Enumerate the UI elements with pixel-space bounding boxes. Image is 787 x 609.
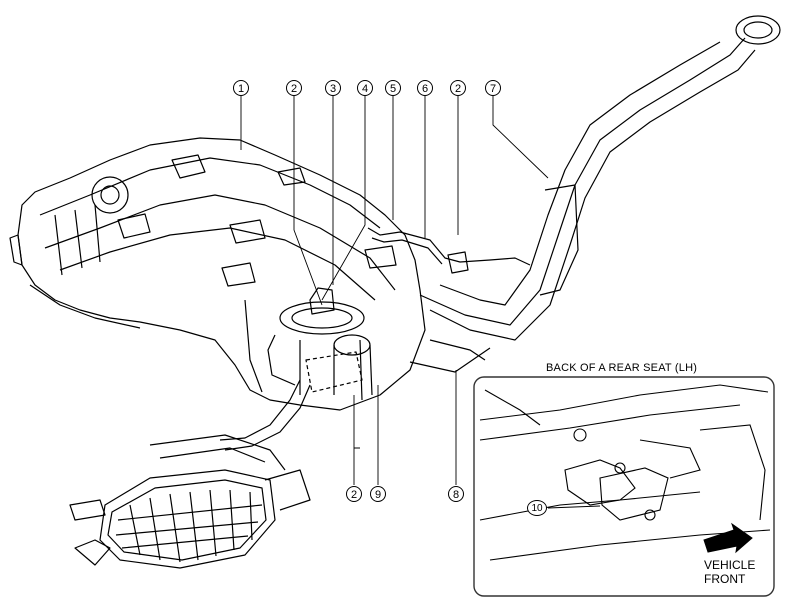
inset-bolt [644, 509, 656, 521]
fuel-tank [17, 137, 426, 411]
callout-7: 7 [485, 80, 501, 96]
tank-pad [364, 245, 397, 269]
evap-hose [267, 334, 296, 386]
inset-box [473, 376, 775, 597]
tank-pad [229, 219, 266, 244]
inset-title: BACK OF A REAR SEAT (LH) [546, 362, 698, 374]
callout-1: 1 [233, 80, 249, 96]
inset-bolt [614, 462, 626, 474]
callout-8: 8 [448, 486, 464, 502]
callout-5: 5 [385, 80, 401, 96]
inset-bracket [564, 459, 636, 506]
vehicle-front-line1: VEHICLE [704, 558, 756, 572]
filler-neck [735, 15, 781, 45]
inset-module [599, 467, 669, 521]
fuel-tank-flange [9, 234, 23, 266]
callout-10: 10 [527, 500, 547, 516]
callout-6: 6 [417, 80, 433, 96]
tank-pad [171, 154, 206, 179]
vehicle-front-arrow [703, 522, 753, 554]
callout-9: 9 [370, 486, 386, 502]
tank-cap [91, 176, 129, 214]
tank-pad [221, 262, 256, 287]
tank-pad [117, 213, 151, 239]
tank-pad [277, 167, 306, 186]
callout-2-evap: 2 [450, 80, 466, 96]
vehicle-front-line2: FRONT [704, 572, 746, 586]
fuel-pump-ring [279, 301, 365, 335]
evap-tube [367, 227, 531, 266]
fuel-pump-unit [309, 287, 335, 315]
callout-3: 3 [325, 80, 341, 96]
callout-2: 2 [286, 80, 302, 96]
charcoal-canister [99, 469, 276, 569]
callout-2-lower: 2 [346, 486, 362, 502]
filler-pipe [419, 37, 746, 326]
fuel-hose [219, 379, 301, 441]
callout-4: 4 [357, 80, 373, 96]
vehicle-front-label: VEHICLE FRONT [704, 558, 755, 586]
breather-pipe [439, 41, 721, 306]
